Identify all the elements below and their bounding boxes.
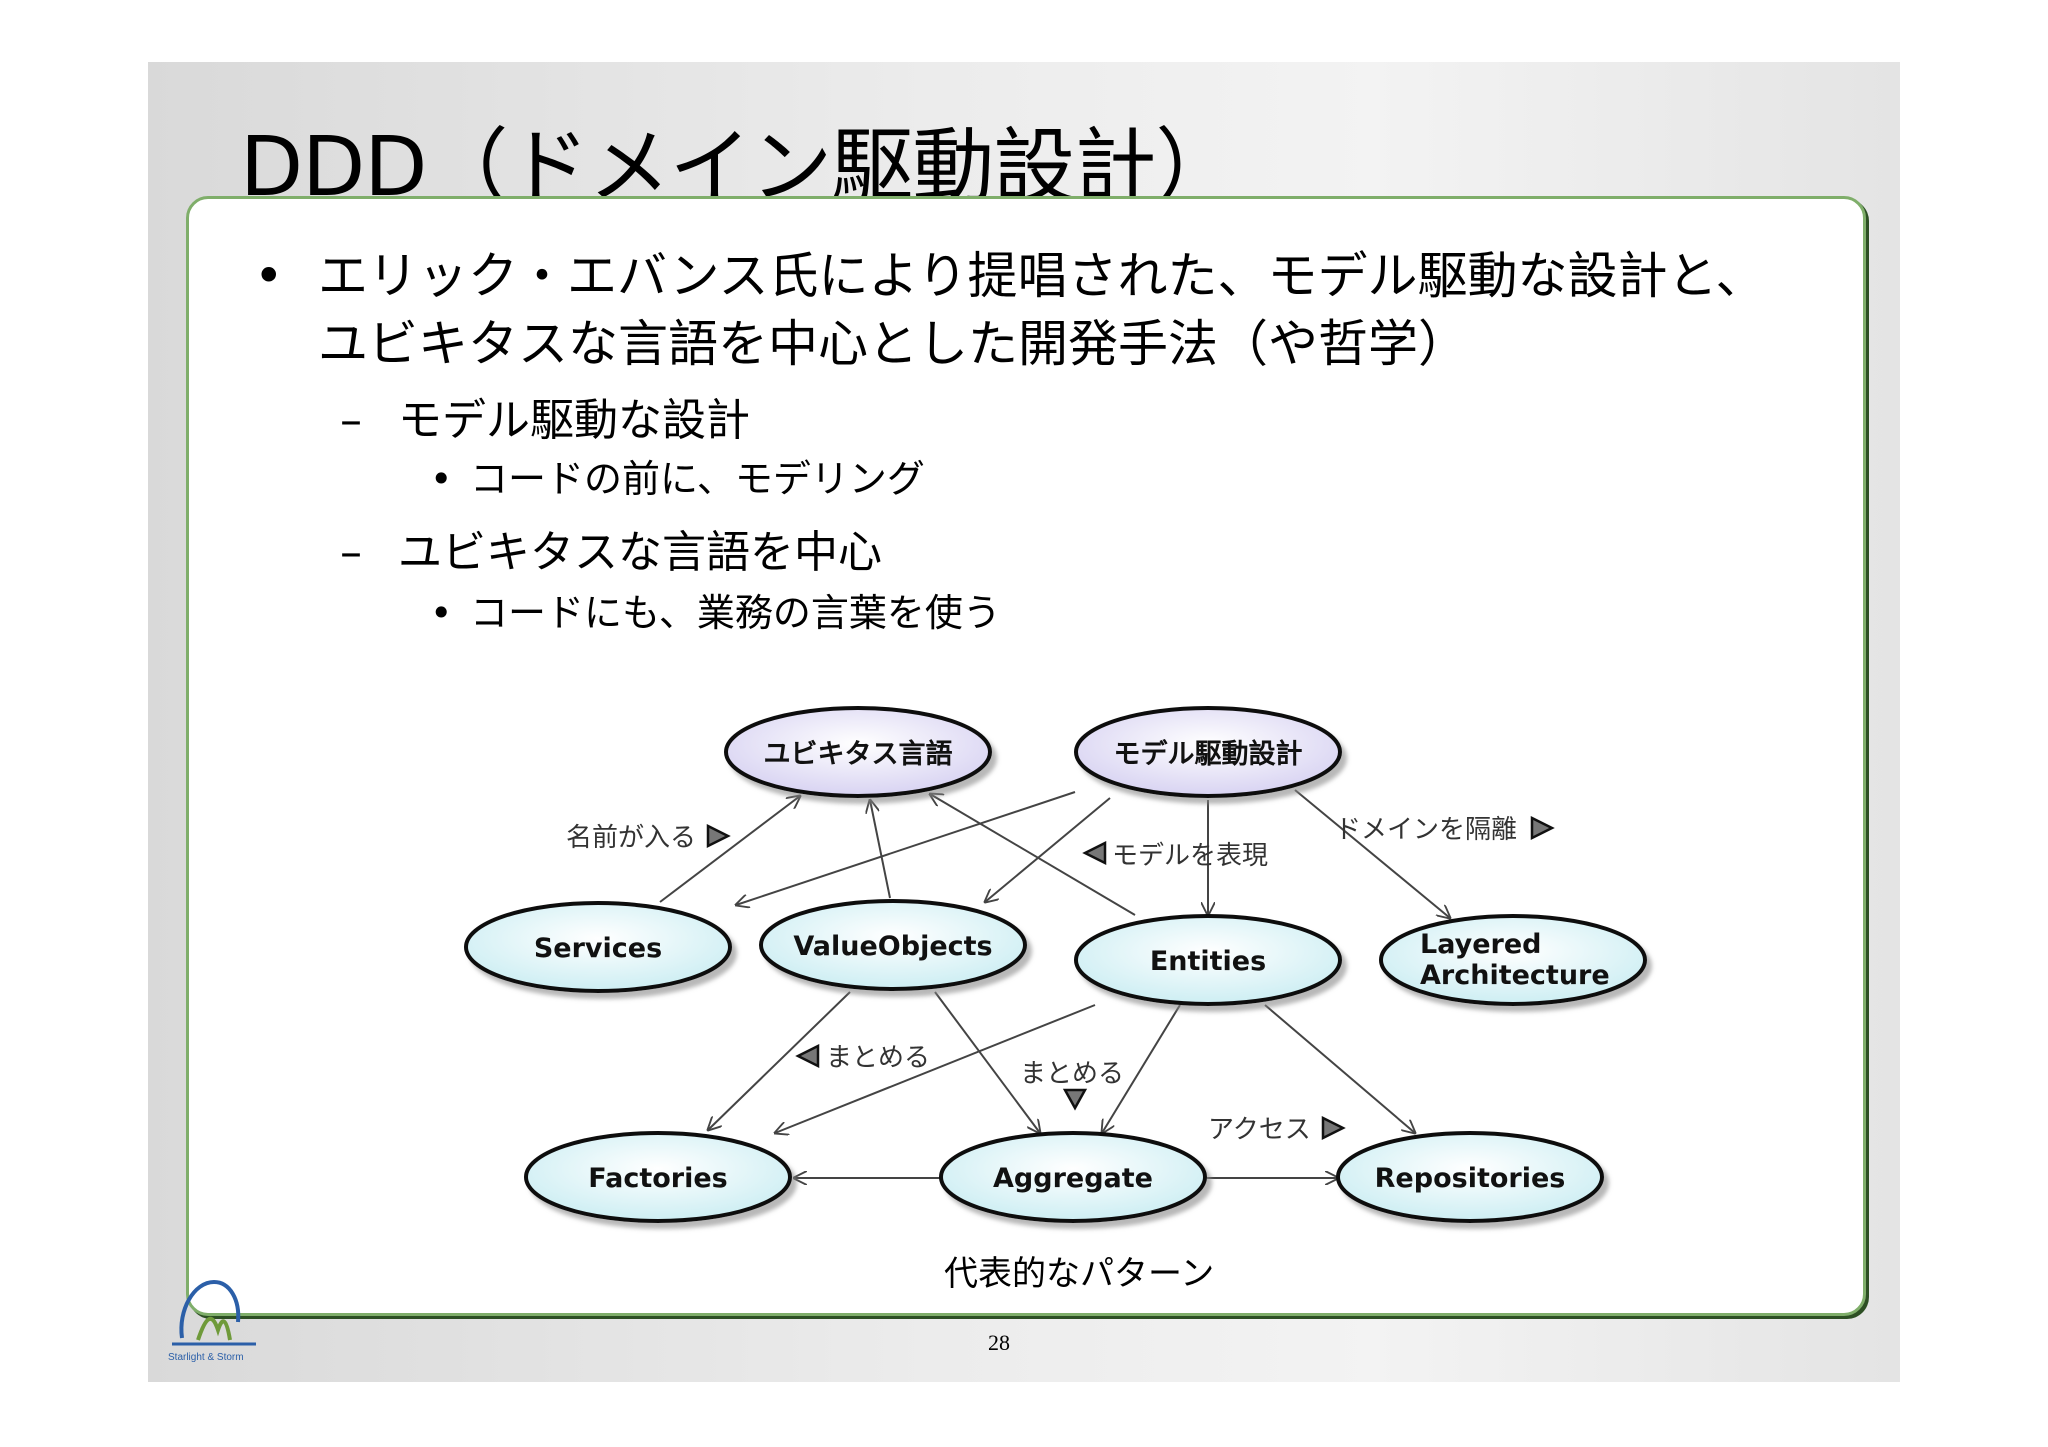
- label-group-2: まとめる: [1020, 1059, 1124, 1089]
- edge-model-services: [736, 791, 1076, 905]
- edge-model-valueobjects: [985, 797, 1111, 902]
- dash-icon: –: [340, 395, 362, 446]
- node-factories-label: Factories: [588, 1163, 728, 1194]
- label-access: アクセス: [1208, 1115, 1311, 1145]
- logo-text: Starlight & Storm: [168, 1352, 244, 1363]
- bullet-dot-icon: •: [430, 457, 453, 501]
- bullet-sub1: –モデル駆動な設計: [340, 384, 750, 448]
- triangle-down-icon: [1062, 1088, 1088, 1111]
- node-value-objects: ValueObjects: [759, 899, 1027, 991]
- bullet-sub2-item-label: コードにも、業務の言葉を使う: [470, 591, 1001, 635]
- label-group-1: まとめる: [826, 1043, 930, 1073]
- node-aggregate: Aggregate: [939, 1131, 1207, 1223]
- node-aggregate-label: Aggregate: [993, 1163, 1153, 1194]
- edge-valueobjects-aggregate: [934, 991, 1040, 1133]
- edge-services-ubiquitous: [659, 796, 800, 903]
- node-ubiquitous-language: ユビキタス言語: [724, 706, 992, 798]
- node-entities: Entities: [1074, 914, 1342, 1006]
- edge-entities-ubiquitous: [930, 794, 1136, 916]
- bullet-main-line1: エリック・エバンス氏により提唱された、モデル駆動な設計と、: [318, 247, 1766, 305]
- node-model-driven-design: モデル駆動設計: [1074, 706, 1342, 798]
- bullet-sub1-label: モデル駆動な設計: [398, 395, 750, 446]
- bullet-main-line2: ユビキタスな言語を中心とした開発手法（や哲学）: [318, 315, 1468, 373]
- node-services: Services: [464, 901, 732, 993]
- bullet-dot-icon: •: [254, 247, 284, 305]
- edge-entities-aggregate: [1102, 1004, 1181, 1133]
- node-repositories-label: Repositories: [1375, 1163, 1566, 1194]
- edge-entities-factories: [775, 1004, 1096, 1133]
- node-entities-label: Entities: [1150, 946, 1266, 977]
- node-repositories: Repositories: [1336, 1131, 1604, 1223]
- bullet-main: • エリック・エバンス氏により提唱された、モデル駆動な設計と、: [254, 236, 1766, 308]
- starlight-storm-logo-icon: Starlight & Storm: [168, 1279, 256, 1363]
- triangle-left-icon: [1082, 840, 1107, 866]
- label-express-model: モデルを表現: [1112, 841, 1268, 871]
- node-ubiquitous-label: ユビキタス言語: [764, 738, 953, 770]
- edge-valueobjects-ubiquitous: [870, 800, 891, 899]
- page-number: 28: [988, 1330, 1010, 1355]
- node-services-label: Services: [534, 933, 662, 964]
- edge-entities-repositories: [1264, 1004, 1415, 1133]
- triangle-right-icon: [1530, 815, 1555, 841]
- node-layered-label-1: Layered: [1420, 929, 1541, 960]
- node-layered-architecture: Layered Architecture: [1379, 914, 1647, 1006]
- content-panel: [186, 196, 1866, 1316]
- label-name-enters: 名前が入る: [566, 823, 696, 853]
- bullet-dot-icon: •: [430, 591, 453, 635]
- node-model-driven-label: モデル駆動設計: [1114, 738, 1303, 770]
- starlight-storm-logo: Starlight & Storm: [168, 1270, 264, 1370]
- node-layered-label-2: Architecture: [1420, 960, 1610, 991]
- triangle-left-icon: [795, 1043, 820, 1069]
- diagram-caption: 代表的なパターン: [944, 1254, 1215, 1294]
- edge-model-layered: [1294, 789, 1450, 918]
- label-isolate-domain: ドメインを隔離: [1335, 815, 1517, 845]
- triangle-right-icon: [706, 823, 731, 849]
- bullet-sub2: –ユビキタスな言語を中心: [340, 516, 882, 580]
- bullet-sub1-item-label: コードの前に、モデリング: [470, 457, 925, 501]
- dash-icon: –: [340, 527, 362, 578]
- bullet-sub2-item: • コードにも、業務の言葉を使う: [430, 582, 1001, 637]
- node-factories: Factories: [524, 1131, 792, 1223]
- bullet-sub2-label: ユビキタスな言語を中心: [398, 527, 882, 578]
- triangle-right-icon: [1321, 1115, 1346, 1141]
- diagram-edges: [659, 789, 1450, 1178]
- node-value-objects-label: ValueObjects: [793, 931, 992, 962]
- bullet-sub1-item: • コードの前に、モデリング: [430, 448, 925, 503]
- edge-valueobjects-factories: [708, 991, 851, 1130]
